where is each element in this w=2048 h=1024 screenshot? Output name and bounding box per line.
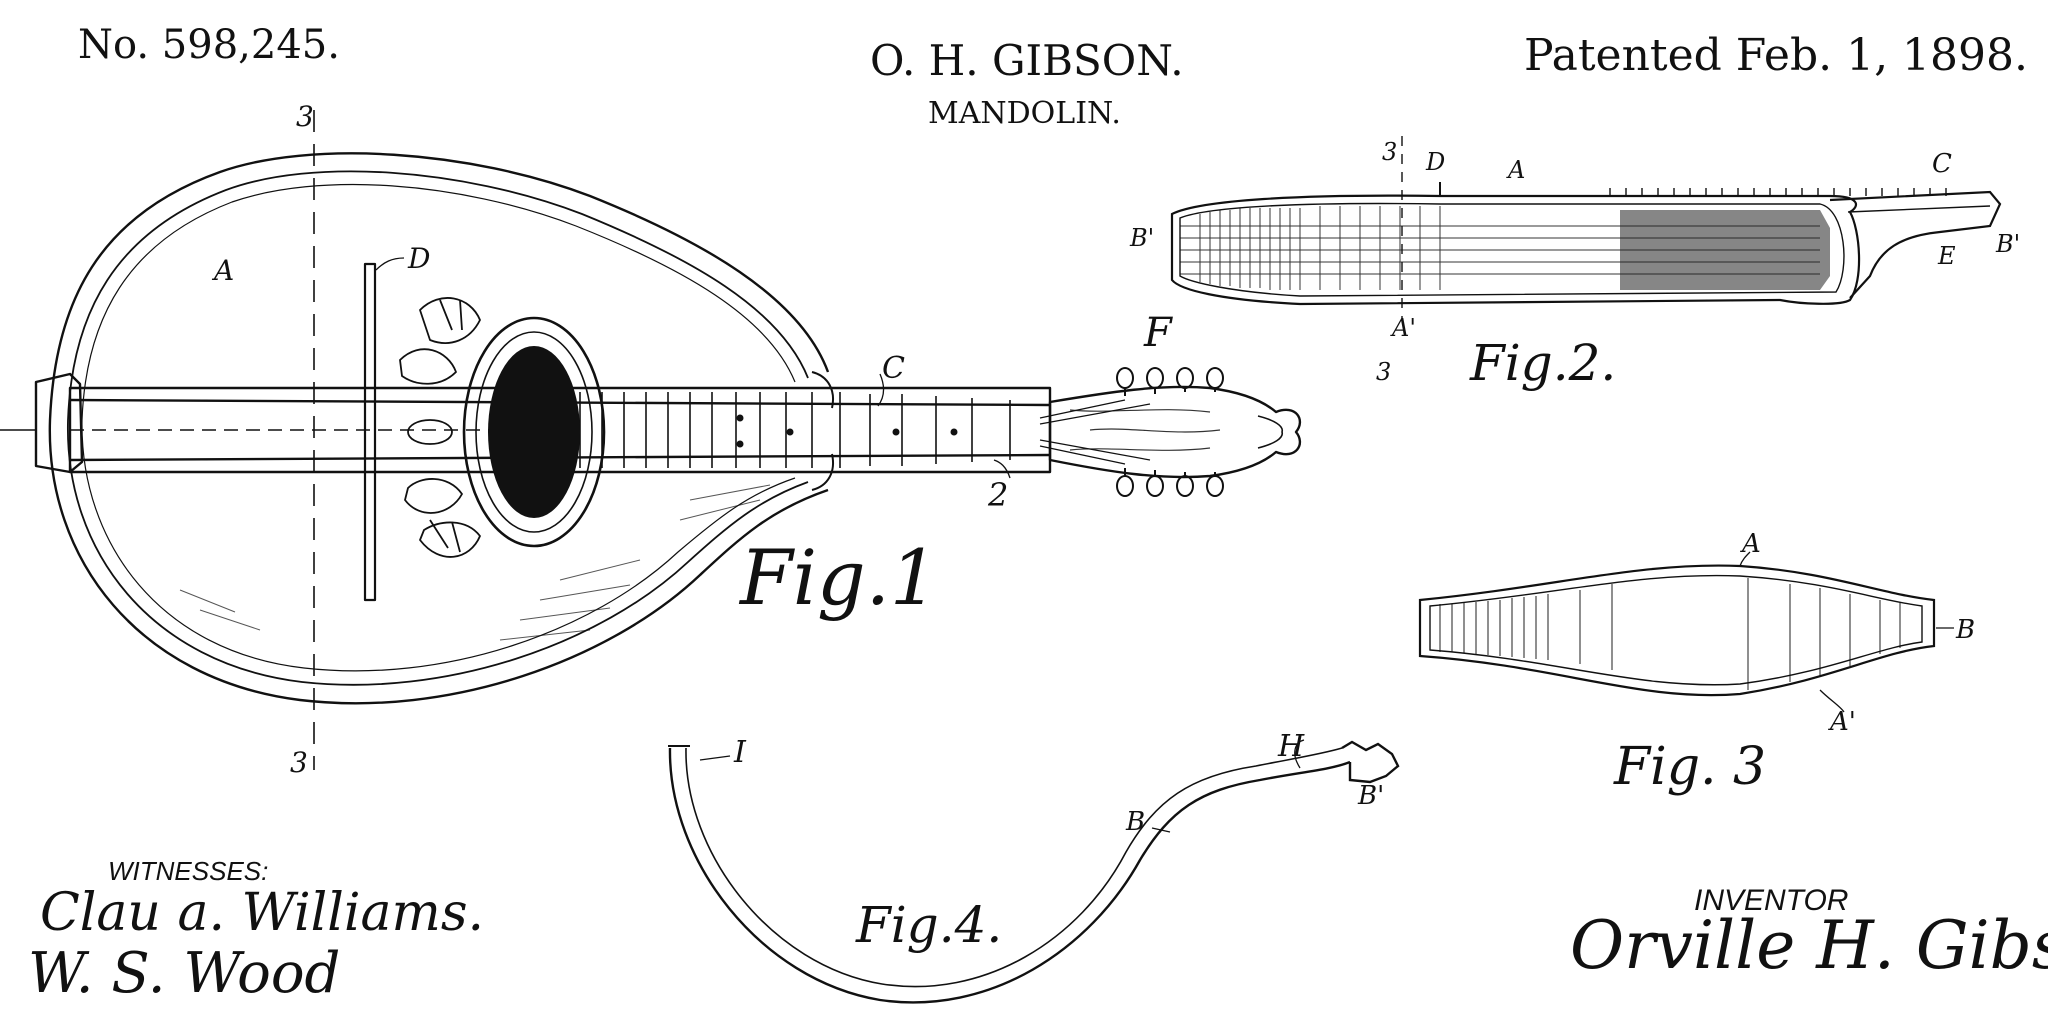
inventor-label: INVENTOR: [1694, 884, 1848, 917]
inventor-signature: Orville H. Gibson: [1570, 907, 2048, 984]
fig2-label-D: D: [1425, 148, 1445, 176]
fig1-label-C: C: [882, 351, 905, 386]
fig3-label-A: A: [1740, 529, 1761, 559]
fig4-label-B-prime: B': [1357, 781, 1384, 811]
fig2-label-C: C: [1932, 149, 1952, 179]
fig1-label-F: F: [1143, 310, 1173, 356]
fig1-label-2: 2: [987, 476, 1008, 514]
fig1-label-A: A: [211, 254, 234, 287]
fig1-section-mark-bottom: 3: [290, 746, 308, 779]
fig2-label-B-prime-right: B': [1995, 230, 2020, 258]
fig4-side-strip-drawing: [668, 739, 1400, 1004]
patent-title: MANDOLIN.: [928, 96, 1121, 131]
fig1-mandolin-drawing: [0, 110, 1302, 770]
fig2-label-B-prime-left: B': [1129, 224, 1154, 252]
fig1-label-D: D: [407, 242, 430, 275]
fig4-caption: Fig.4.: [855, 896, 1002, 954]
fig2-label-E: E: [1937, 242, 1956, 270]
fig2-section-mark-bottom: 3: [1376, 358, 1391, 386]
fig1-caption: Fig.1: [738, 533, 938, 622]
witnesses-label: WITNESSES:: [108, 856, 268, 886]
fig1-section-mark-top: 3: [296, 100, 314, 133]
fig2-caption: Fig.2.: [1469, 334, 1616, 392]
fig4-label-H: H: [1277, 729, 1305, 764]
fig2-section-drawing: [1170, 136, 2002, 320]
witness-1-signature: Clau a. Williams.: [40, 883, 484, 943]
fig3-cross-section-drawing: [1418, 551, 1954, 713]
fig2-label-A: A: [1506, 156, 1525, 184]
witness-2-signature: W. S. Wood: [28, 941, 340, 1006]
fig3-caption: Fig. 3: [1613, 737, 1766, 797]
fig2-label-A-prime: A': [1390, 314, 1416, 342]
fig2-section-mark-top: 3: [1382, 138, 1397, 166]
patent-number: No. 598,245.: [78, 22, 340, 68]
fig4-label-B: B: [1125, 807, 1145, 837]
fig3-label-A-prime: A': [1828, 707, 1856, 737]
fig4-label-I: I: [733, 735, 747, 770]
fig3-label-B: B: [1955, 615, 1975, 645]
inventor-name-header: O. H. GIBSON.: [870, 36, 1184, 85]
patent-date: Patented Feb. 1, 1898.: [1524, 30, 2029, 81]
